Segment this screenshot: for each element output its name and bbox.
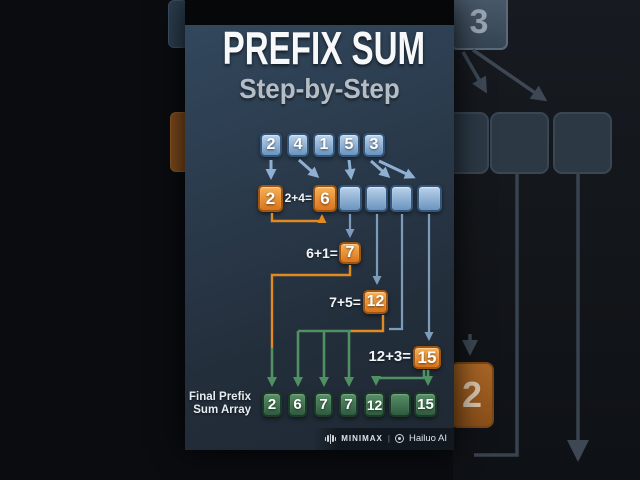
brand-separator: | [387,434,390,443]
hailuo-brand-label: Hailuo AI [408,433,447,444]
footer-brand-row: MINIMAX | Hailuo AI [324,431,447,446]
final-cell [389,392,411,417]
final-cell: 6 [288,392,307,417]
final-cell: 7 [314,392,333,417]
page-subtitle: Step-by-Step [239,73,400,104]
input-cell: 4 [287,133,309,157]
input-cell: 2 [260,133,282,157]
input-cell: 3 [363,133,385,157]
final-array-label-line1: Final Prefix [189,391,251,403]
hailuo-logo-icon [394,434,404,443]
pending-cell [365,185,388,212]
final-cell: 7 [339,392,358,417]
equation-label: 7+5= [329,294,361,310]
pending-cell [417,185,442,212]
prefix-cell-result: 15 [413,346,441,369]
final-array-label-line2: Sum Array [193,403,251,416]
prefix-cell-result: 7 [339,242,361,264]
page-title: PREFIX SUM [222,22,426,74]
equation-label: 6+1= [306,245,338,261]
prefix-cell-result: 12 [363,290,388,314]
background-empty-cell [490,112,549,174]
input-cell: 5 [338,133,360,157]
title-banner [185,0,454,25]
minimax-brand-label: MINIMAX [341,434,383,443]
final-cell: 2 [262,392,282,417]
final-cell: 12 [364,392,385,417]
prefix-cell-result: 6 [313,185,337,212]
background-empty-cell [553,112,612,174]
footer-strip [313,428,454,450]
background-big-cell-3: 3 [450,0,508,50]
pending-cell [338,185,362,212]
content-panel: PREFIX SUM Step-by-Step 2 4 1 5 3 2 2+4=… [185,0,454,450]
background-big-cell-2: 2 [450,362,494,428]
input-cell: 1 [313,133,335,157]
pending-cell [390,185,413,212]
minimax-logo-icon [324,433,337,444]
final-array-label: Final Prefix Sum Array [185,391,251,416]
equation-label: 2+4= [284,191,312,205]
final-cell: 15 [414,392,437,417]
prefix-cell-first: 2 [258,185,283,212]
equation-label: 12+3= [368,348,411,365]
